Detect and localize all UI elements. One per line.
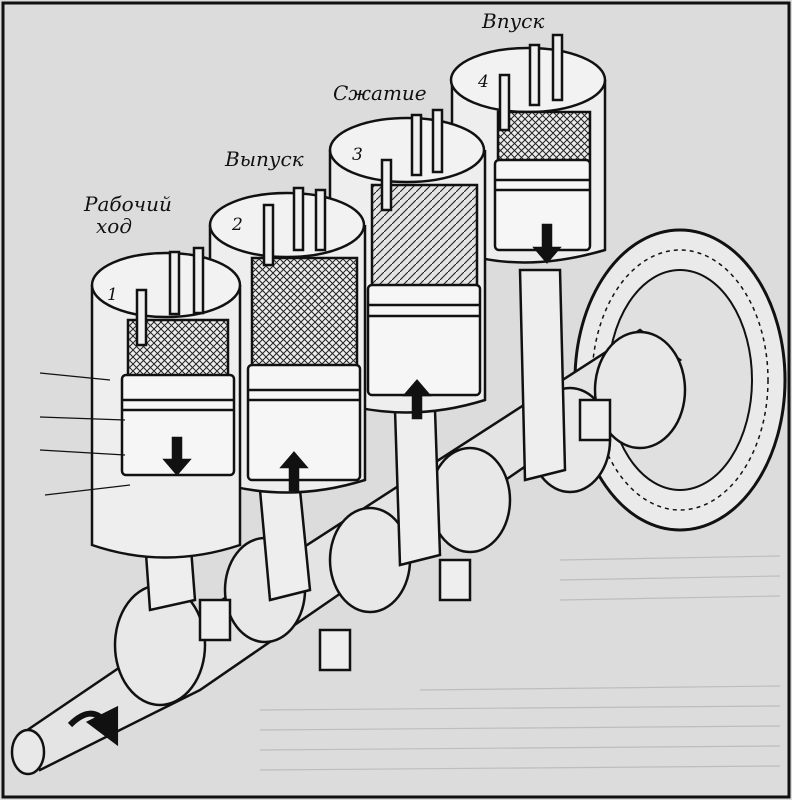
cylinder-1-stroke-label: Рабочий ход xyxy=(84,193,172,237)
stroke-label-line-1: Рабочий xyxy=(84,193,172,215)
cylinder-4-number: 4 xyxy=(478,72,489,92)
cylinder-1-number: 1 xyxy=(107,285,118,305)
stroke-label-line-2: ход xyxy=(84,215,172,237)
cylinder-2-number: 2 xyxy=(232,215,243,235)
cylinder-2-stroke-label: Выпуск xyxy=(225,148,304,170)
cylinder-3-stroke-label: Сжатие xyxy=(333,82,427,104)
cylinder-4-stroke-label: Впуск xyxy=(482,10,544,32)
cylinder-3-number: 3 xyxy=(352,145,363,165)
